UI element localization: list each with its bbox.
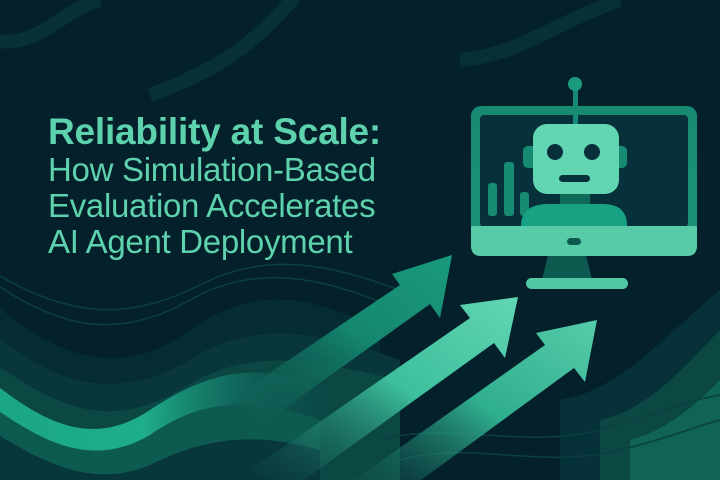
subtitle-line-1: How Simulation-Based — [48, 151, 376, 188]
headline: Reliability at Scale: — [48, 111, 382, 152]
subtitle-line-2: Evaluation Accelerates — [48, 187, 376, 224]
arrow-up-right-icon — [354, 320, 597, 480]
top-wave-pattern — [0, 0, 623, 102]
title-block: Reliability at Scale: How Simulation-Bas… — [48, 112, 381, 260]
wave-pattern — [0, 263, 720, 480]
arrow-up-right-icon — [200, 255, 452, 440]
bar-chart-icon — [488, 162, 529, 216]
arrow-up-right-icon — [250, 297, 518, 480]
subtitle-line-3: AI Agent Deployment — [48, 223, 353, 260]
robot-icon — [521, 77, 627, 226]
monitor-icon — [471, 77, 697, 289]
